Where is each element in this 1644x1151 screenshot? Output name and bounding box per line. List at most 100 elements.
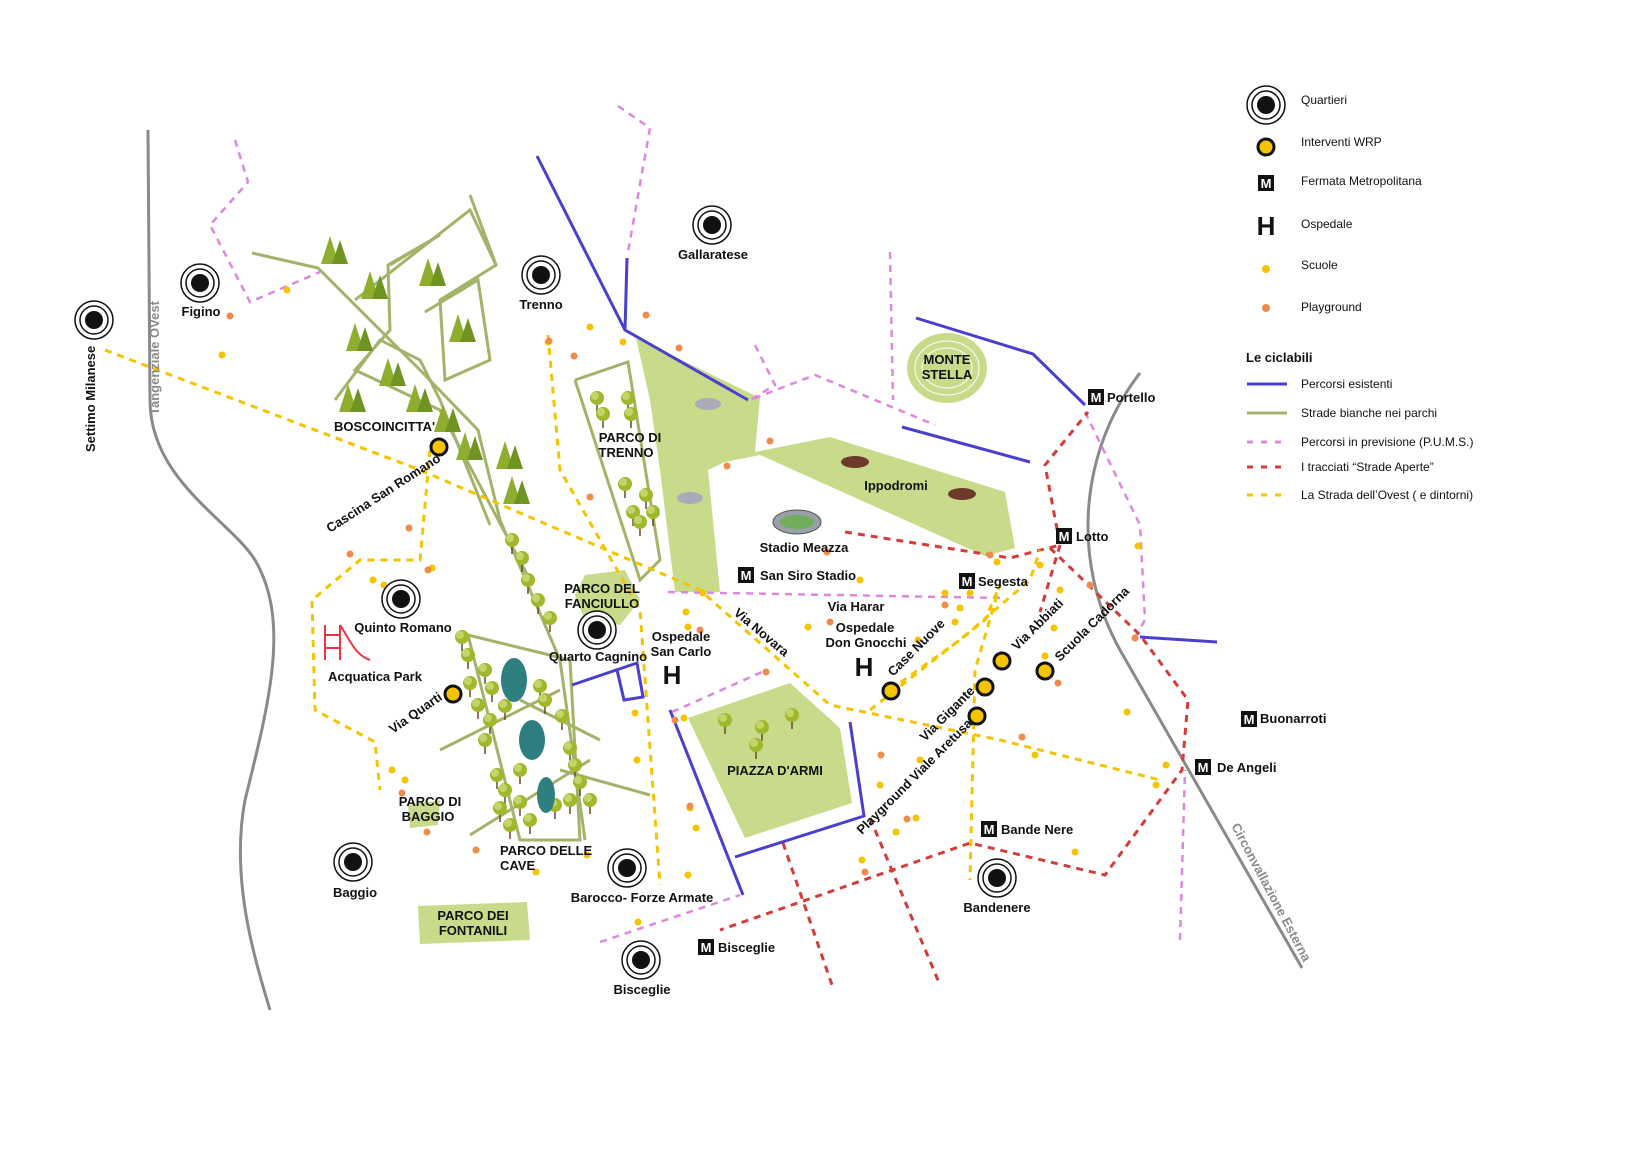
circonvallazione-road [1086,372,1304,969]
quartiere-bisceglie-label: Bisceglie [613,982,670,997]
playground-dot [861,868,869,876]
school-dot [692,824,700,832]
legend-wrp: Interventi WRP [1301,135,1382,149]
school-dot [1162,761,1170,769]
quartiere-quinto-label: Quinto Romano [354,620,452,635]
playground-dot [472,846,480,854]
strada-ovest [104,334,1161,886]
school-dot [682,608,690,616]
pine-tree-icon [496,441,523,469]
tree-icon [521,573,535,594]
parco-fontanili-area [418,902,530,944]
school-dot [283,286,291,294]
tree-icon [463,676,477,697]
percorsi-previsione [208,104,1187,944]
playground-dot [686,802,694,810]
school-dot [912,814,920,822]
legend: H Quartieri Interventi WRP Fermata Metro… [1246,85,1474,502]
playground-dot [696,626,704,634]
tree-icon [785,708,799,729]
playground-dot [226,312,234,320]
acquatica-park-label: Acquatica Park [328,669,423,684]
playground-dot [723,462,731,470]
school-dot [369,576,377,584]
tree-icon [490,768,504,789]
school-dot [1041,652,1049,660]
quartiere-settimo-label: Settimo Milanese [83,346,98,452]
playground-dot [941,601,949,609]
tree-icon [471,698,485,719]
trees [321,236,799,839]
pine-tree-icon [434,404,461,432]
ippodromi-area [636,338,1015,592]
school-dot [914,636,922,644]
tree-icon [485,681,499,702]
playground-dot [1054,679,1062,687]
quartiere-bandenere-label: Bandenere [963,900,1030,915]
legend-hospital-icon: H [1257,211,1276,241]
playground-dot [762,668,770,676]
tree-icon [478,663,492,684]
school-dot [1071,848,1079,856]
metro-portello-label: Portello [1107,390,1155,405]
tree-icon [543,611,557,632]
ippodromi-label: Ippodromi [864,478,928,493]
pine-tree-icon [456,432,483,460]
playground-dot [586,493,594,501]
legend-strada-ovest: La Strada dell’Ovest ( e dintorni) [1301,488,1473,502]
tree-icon [596,407,610,428]
playground-dot [1086,581,1094,589]
school-dot [876,781,884,789]
playground-dot [424,566,432,574]
legend-quartieri: Quartieri [1301,93,1347,107]
pine-tree-icon [406,384,433,412]
school-dot [633,756,641,764]
ponds [501,658,555,813]
playground-dot [671,716,679,724]
stadium-icon [772,509,822,535]
quartiere-quarto-label: Quarto Cagnino [549,649,647,664]
school-dot [1050,624,1058,632]
metro-segesta-label: Segesta [978,574,1029,589]
school-dot [951,618,959,626]
tree-icon [455,630,469,651]
tree-icon [639,488,653,509]
park-piazza-armi-label: PIAZZA D'ARMI [727,763,823,778]
pine-tree-icon [361,271,388,299]
stadio-meazza-label: Stadio Meazza [760,540,850,555]
pine-tree-icon [419,258,446,286]
tree-icon [618,477,632,498]
tree-icon [531,593,545,614]
legend-strade-aperte: I tracciati “Strade Aperte” [1301,460,1434,474]
school-dot [1123,708,1131,716]
tree-icon [505,533,519,554]
tree-icon [646,505,660,526]
playground-dot [826,618,834,626]
school-dot [858,856,866,864]
metro-lotto-label: Lotto [1076,529,1109,544]
metro-buonarroti-label: Buonarroti [1260,711,1326,726]
horse-icon [677,398,976,504]
legend-scuole: Scuole [1301,258,1338,272]
metro-sansiro-label: San Siro Stadio [760,568,856,583]
tree-icon [626,505,640,526]
tree-icon [461,648,475,669]
school-dot [586,323,594,331]
tree-icon [478,733,492,754]
school-dot [1152,781,1160,789]
school-dot [956,604,964,612]
metro-deangeli-label: De Angeli [1217,760,1276,775]
legend-metro: Fermata Metropolitana [1301,174,1422,188]
school-dot [388,766,396,774]
tree-icon [563,793,577,814]
hospital-san-carlo-icon: H [663,660,682,690]
school-dot [619,338,627,346]
tree-icon [718,713,732,734]
tree-icon [515,551,529,572]
pine-tree-icon [379,358,406,386]
tree-icon [523,813,537,834]
tree-icon [555,709,569,730]
